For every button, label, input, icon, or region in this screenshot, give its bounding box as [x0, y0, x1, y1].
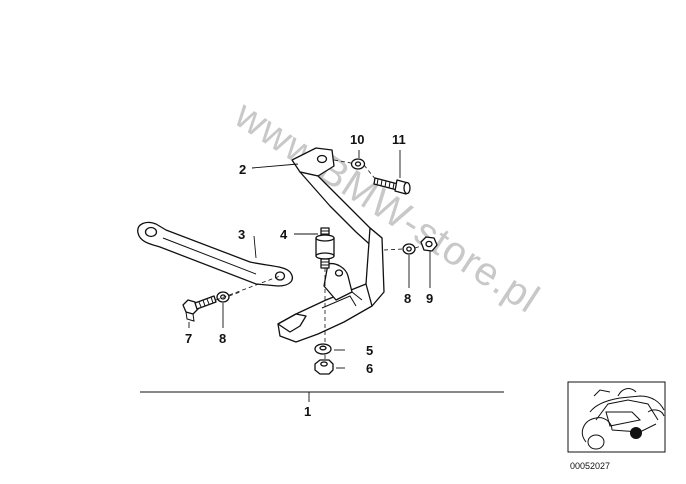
part-7-hex-bolt[interactable] [182, 295, 217, 322]
motorcycle-thumbnail-icon [581, 388, 665, 450]
callout-7: 7 [185, 331, 192, 346]
thumbnail-code: 00052027 [570, 461, 610, 471]
callouts: 1 2 3 4 5 6 7 8 8 9 10 11 [185, 132, 433, 419]
part-4-rubber-mount[interactable] [315, 227, 335, 269]
callout-10: 10 [350, 132, 364, 147]
watermark-text: www.BMW-store.pl [226, 92, 547, 322]
callout-9: 9 [426, 291, 433, 306]
part-3-bracket-arm[interactable] [137, 221, 293, 287]
callout-6: 6 [366, 361, 373, 376]
callout-11: 11 [392, 132, 406, 147]
thumbnail-locator [567, 381, 666, 453]
part-9-hex-nut[interactable] [420, 236, 438, 252]
part-11-screw[interactable] [373, 177, 411, 195]
leader-lines [188, 150, 431, 369]
part-5-washer[interactable] [314, 343, 332, 355]
callout-8-right: 8 [404, 291, 411, 306]
assembly-baseline [140, 391, 504, 402]
callout-3: 3 [238, 227, 245, 242]
part-8-washer-right[interactable] [402, 243, 416, 255]
callout-8-left: 8 [219, 331, 226, 346]
assembly-lines [215, 159, 422, 360]
callout-1: 1 [304, 404, 311, 419]
callout-4: 4 [280, 227, 288, 242]
callout-2: 2 [239, 162, 246, 177]
part-10-washer[interactable] [350, 158, 366, 170]
callout-5: 5 [366, 343, 373, 358]
part-6-nut[interactable] [314, 359, 334, 375]
location-marker [630, 427, 642, 439]
